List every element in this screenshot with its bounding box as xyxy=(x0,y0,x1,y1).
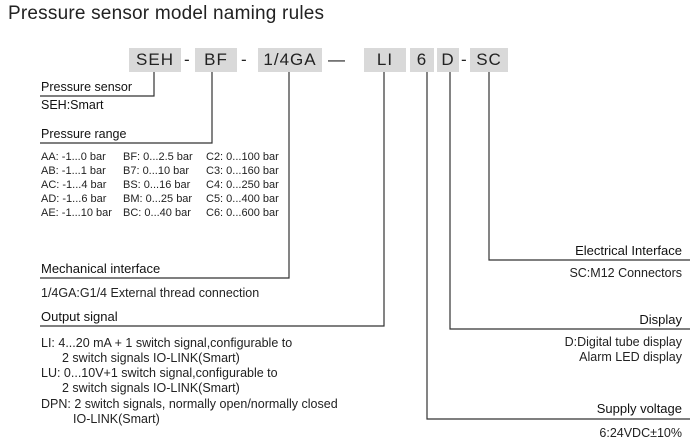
range-cell: C3: 0...160 bar xyxy=(206,165,279,177)
range-cell: BC: 0...40 bar xyxy=(123,207,191,219)
electrical-value: SC:M12 Connectors xyxy=(569,266,682,280)
page-title: Pressure sensor model naming rules xyxy=(8,3,325,24)
segment-sensor: SEH xyxy=(129,48,181,72)
output-heading: Output signal xyxy=(41,309,118,324)
separator: - xyxy=(184,50,190,69)
range-cell: AE: -1...10 bar xyxy=(41,207,112,219)
output-line: LU: 0...10V+1 switch signal,configurable… xyxy=(41,366,278,380)
connector-sensor xyxy=(40,72,155,97)
connector-supply xyxy=(426,72,690,420)
segment-supply: 6 xyxy=(410,48,434,72)
display-line: Alarm LED display xyxy=(579,350,682,364)
connector-display xyxy=(449,72,690,330)
segment-mechanical: 1/4GA xyxy=(258,48,322,72)
range-cell: AD: -1...6 bar xyxy=(41,193,107,205)
output-line: DPN: 2 switch signals, normally open/nor… xyxy=(41,397,338,411)
range-cell: C2: 0...100 bar xyxy=(206,151,279,163)
range-cell: C6: 0...600 bar xyxy=(206,207,279,219)
range-cell: BS: 0...16 bar xyxy=(123,179,191,191)
output-line: LI: 4...20 mA + 1 switch signal,configur… xyxy=(41,336,293,350)
range-cell: AC: -1...4 bar xyxy=(41,179,107,191)
separator: — xyxy=(328,50,345,69)
segment-electrical: SC xyxy=(470,48,508,72)
segment-range: BF xyxy=(195,48,237,72)
range-cell: BM: 0...25 bar xyxy=(123,193,193,205)
display-heading: Display xyxy=(639,312,682,327)
sensor-value: SEH:Smart xyxy=(41,98,104,112)
range-heading: Pressure range xyxy=(41,127,127,141)
segment-display: D xyxy=(437,48,459,72)
mechanical-value: 1/4GA:G1/4 External thread connection xyxy=(41,286,260,300)
connector-output xyxy=(40,72,385,327)
connector-range xyxy=(40,72,213,144)
connector-electrical xyxy=(488,72,690,261)
separator: - xyxy=(461,50,467,69)
segment-output: LI xyxy=(364,48,406,72)
sensor-heading: Pressure sensor xyxy=(41,80,133,94)
output-line: 2 switch signals IO-LINK(Smart) xyxy=(62,351,240,365)
output-line: 2 switch signals IO-LINK(Smart) xyxy=(62,381,240,395)
electrical-heading: Electrical Interface xyxy=(575,243,682,258)
range-cell: C4: 0...250 bar xyxy=(206,179,279,191)
mechanical-heading: Mechanical interface xyxy=(41,261,161,276)
connector-mechanical xyxy=(40,72,290,279)
range-cell: B7: 0...10 bar xyxy=(123,165,190,177)
separator: - xyxy=(241,50,247,69)
display-line: D:Digital tube display xyxy=(564,335,682,349)
range-cell: C5: 0...400 bar xyxy=(206,193,279,205)
supply-value: 6:24VDC±10% xyxy=(599,426,682,440)
range-cell: AA: -1...0 bar xyxy=(41,151,106,163)
output-line: IO-LINK(Smart) xyxy=(73,412,160,426)
range-cell: AB: -1...1 bar xyxy=(41,165,106,177)
range-cell: BF: 0...2.5 bar xyxy=(123,151,193,163)
supply-heading: Supply voltage xyxy=(596,401,682,416)
